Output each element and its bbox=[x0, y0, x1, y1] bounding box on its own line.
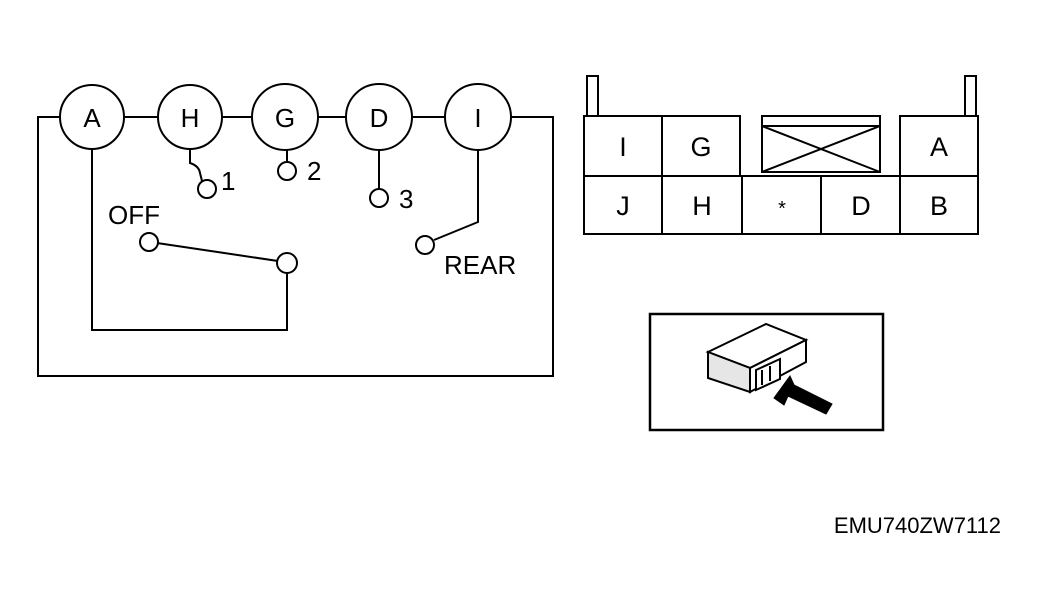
terminal-g-circle bbox=[251, 83, 319, 151]
terminal-h-label: H bbox=[181, 103, 200, 133]
terminal-i-circle bbox=[444, 83, 512, 151]
view-arrow-icon bbox=[773, 375, 833, 415]
terminal-a-label: A bbox=[83, 103, 101, 133]
connector-pin-j: J bbox=[616, 191, 630, 221]
wire-h-to-1 bbox=[189, 149, 203, 182]
wire-i-to-rear bbox=[433, 149, 479, 241]
connector-pin-h: H bbox=[692, 191, 712, 221]
connector-pin-a: A bbox=[930, 132, 948, 162]
position-label-2: 2 bbox=[307, 156, 321, 186]
terminal-d-label: D bbox=[370, 103, 389, 133]
position-label-rear: REAR bbox=[444, 250, 516, 280]
outer-loop-wire bbox=[37, 116, 554, 377]
connector-body-icon bbox=[705, 322, 809, 394]
terminal-g-label: G bbox=[275, 103, 295, 133]
contact-2 bbox=[277, 161, 297, 181]
connector-blank-cell bbox=[761, 115, 881, 173]
wiper-pivot bbox=[276, 252, 298, 274]
connector-latch-right bbox=[964, 75, 977, 117]
connector-view-inset bbox=[648, 312, 885, 432]
connector-latch-left bbox=[586, 75, 599, 117]
wiper-arm bbox=[156, 242, 279, 262]
terminal-i-label: I bbox=[474, 103, 481, 133]
connector-pin-star: * bbox=[778, 198, 786, 220]
connector-pin-b: B bbox=[930, 191, 948, 221]
position-label-off: OFF bbox=[108, 200, 160, 230]
terminal-a-circle bbox=[59, 84, 125, 150]
wire-a-to-off bbox=[91, 149, 288, 331]
terminal-h-circle bbox=[157, 84, 223, 150]
contact-1 bbox=[197, 179, 217, 199]
position-label-1: 1 bbox=[221, 166, 235, 196]
connector-pin-i: I bbox=[619, 132, 627, 162]
figure-code: EMU740ZW7112 bbox=[834, 513, 1001, 538]
connector-cell-b bbox=[899, 175, 979, 235]
terminal-d-circle bbox=[345, 83, 413, 151]
connector-pin-g: G bbox=[690, 132, 711, 162]
contact-off bbox=[139, 232, 159, 252]
connector-pin-d: D bbox=[851, 191, 871, 221]
contact-rear bbox=[415, 235, 435, 255]
contact-3 bbox=[369, 188, 389, 208]
position-label-3: 3 bbox=[399, 184, 413, 214]
